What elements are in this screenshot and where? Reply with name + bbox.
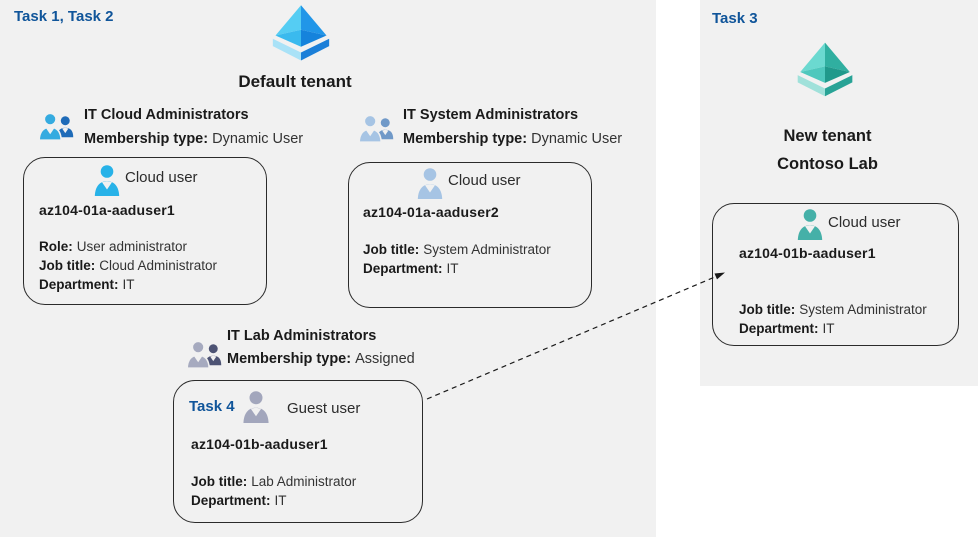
new-tenant-title: New tenant Contoso Lab xyxy=(720,122,935,178)
user-jobtitle-line: Job title:Cloud Administrator xyxy=(39,258,217,273)
group-title-it-cloud-administrators: IT Cloud Administrators xyxy=(84,107,249,123)
field-value: IT xyxy=(446,261,459,276)
membership-type-value: Assigned xyxy=(355,351,415,367)
field-label: Department: xyxy=(191,493,271,508)
guest-user-icon xyxy=(243,391,269,423)
field-label: Department: xyxy=(739,321,819,336)
field-label: Department: xyxy=(39,277,119,292)
user-name: az104-01a-aaduser2 xyxy=(363,204,499,220)
new-tenant-title-line1: New tenant xyxy=(783,127,872,145)
azure-ad-tenant-icon xyxy=(272,5,330,61)
cloud-user-icon xyxy=(94,165,120,196)
user-role-line: Role:User administrator xyxy=(39,239,187,254)
task-1-2-label: Task 1, Task 2 xyxy=(14,8,114,25)
default-tenant-region: Task 1, Task 2 Default tenant IT Cloud A… xyxy=(0,0,656,537)
field-value: IT xyxy=(122,277,135,292)
group-title-it-system-administrators: IT System Administrators xyxy=(403,107,579,123)
group-icon xyxy=(186,340,222,369)
membership-type-label: Membership type: xyxy=(84,131,209,147)
field-value: User administrator xyxy=(76,239,188,254)
user-department-line: Department:IT xyxy=(39,277,135,292)
group-icon xyxy=(358,114,394,143)
user-name: az104-01b-aaduser1 xyxy=(739,245,876,261)
user-name: az104-01a-aaduser1 xyxy=(39,202,175,218)
group-membership-line: Membership type:Dynamic User xyxy=(84,131,303,147)
user-department-line: Department:IT xyxy=(739,321,835,336)
user-type-label: Guest user xyxy=(287,400,361,417)
user-department-line: Department:IT xyxy=(363,261,459,276)
field-label: Role: xyxy=(39,239,73,254)
azure-ad-tenant-icon xyxy=(797,42,853,97)
membership-type-label: Membership type: xyxy=(403,131,528,147)
user-name: az104-01b-aaduser1 xyxy=(191,436,328,452)
user-type-label: Cloud user xyxy=(125,169,198,186)
user-department-line: Department:IT xyxy=(191,493,287,508)
field-label: Job title: xyxy=(739,302,796,317)
new-tenant-title-line2: Contoso Lab xyxy=(777,155,878,173)
field-value: Lab Administrator xyxy=(251,474,357,489)
membership-type-label: Membership type: xyxy=(227,351,352,367)
cloud-user-icon xyxy=(417,168,443,199)
user-card-aaduser1: Cloud user az104-01a-aaduser1 Role:User … xyxy=(23,157,267,305)
field-value: System Administrator xyxy=(423,242,551,257)
user-jobtitle-line: Job title:System Administrator xyxy=(363,242,551,257)
task-4-label: Task 4 xyxy=(189,398,235,415)
field-value: Cloud Administrator xyxy=(99,258,218,273)
user-jobtitle-line: Job title:System Administrator xyxy=(739,302,927,317)
field-label: Department: xyxy=(363,261,443,276)
field-label: Job title: xyxy=(191,474,248,489)
user-type-label: Cloud user xyxy=(828,214,901,231)
group-membership-line: Membership type:Assigned xyxy=(227,351,415,367)
user-jobtitle-line: Job title:Lab Administrator xyxy=(191,474,356,489)
membership-type-value: Dynamic User xyxy=(531,131,623,147)
field-value: IT xyxy=(822,321,835,336)
group-title-it-lab-administrators: IT Lab Administrators xyxy=(227,328,377,344)
new-tenant-region: Task 3 New tenant Contoso Lab Cloud user… xyxy=(700,0,978,386)
task-3-label: Task 3 xyxy=(712,10,758,27)
field-label: Job title: xyxy=(363,242,420,257)
guest-user-card: Task 4 Guest user az104-01b-aaduser1 Job… xyxy=(173,380,423,523)
new-tenant-user-card: Cloud user az104-01b-aaduser1 Job title:… xyxy=(712,203,959,346)
field-value: System Administrator xyxy=(799,302,927,317)
default-tenant-title: Default tenant xyxy=(238,72,352,91)
user-card-aaduser2: Cloud user az104-01a-aaduser2 Job title:… xyxy=(348,162,592,308)
field-value: IT xyxy=(274,493,287,508)
field-label: Job title: xyxy=(39,258,96,273)
user-type-label: Cloud user xyxy=(448,172,521,189)
group-membership-line: Membership type:Dynamic User xyxy=(403,131,622,147)
cloud-user-icon xyxy=(797,209,823,240)
membership-type-value: Dynamic User xyxy=(212,131,304,147)
group-icon xyxy=(38,112,74,141)
